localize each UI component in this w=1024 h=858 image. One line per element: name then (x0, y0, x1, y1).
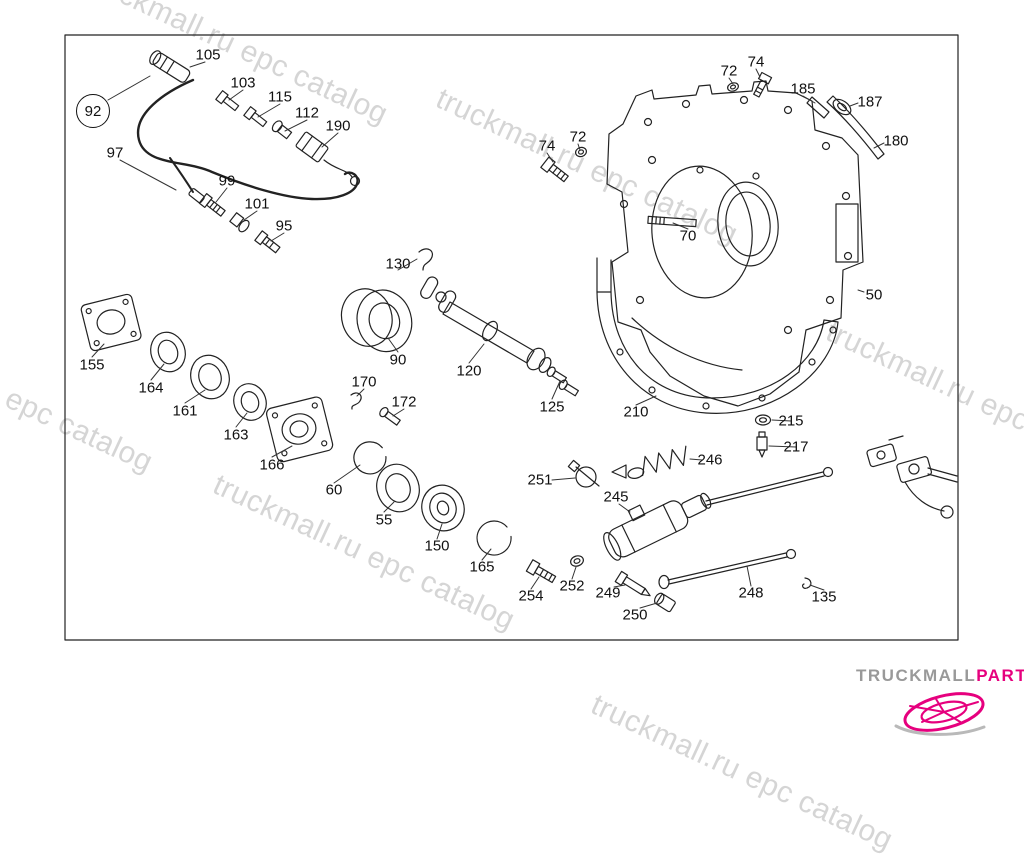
brand-logo: TRUCKMALLPARTS (856, 666, 1024, 686)
brand-logo-gray: TRUCKMALL (856, 666, 976, 685)
logo-layer: TRUCKMALLPARTS (0, 0, 1024, 750)
brand-logo-pink: PARTS (976, 666, 1024, 685)
